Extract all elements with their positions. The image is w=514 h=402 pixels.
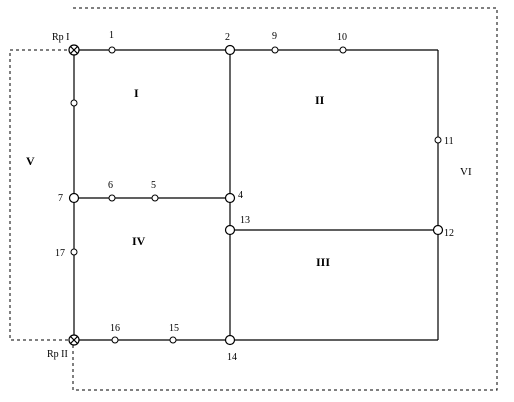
node-15: [169, 336, 177, 344]
zone-ii-label: II: [315, 93, 325, 107]
node-1-label: 1: [109, 30, 114, 41]
rp2-symbol: [68, 334, 80, 346]
outer-boundary-top-right: [72, 7, 498, 391]
node-10-label: 10: [337, 32, 347, 43]
rp2-label: Rp II: [47, 349, 68, 360]
node-5: [151, 194, 159, 202]
node-16-label: 16: [110, 323, 120, 334]
node-14: [224, 334, 236, 346]
node-14-label: 14: [227, 352, 237, 363]
node-1: [108, 46, 116, 54]
node-2-label: 2: [225, 32, 230, 43]
large-nodes: [68, 44, 444, 346]
node-13: [224, 224, 236, 236]
zone-iv-label: IV: [132, 234, 146, 248]
node-9: [271, 46, 279, 54]
node-4-label: 4: [238, 190, 243, 201]
node-15-label: 15: [169, 323, 179, 334]
zone-v-boundary: [9, 49, 73, 341]
dashed-boundaries: [9, 7, 498, 391]
zone-vi-label: VI: [460, 166, 472, 178]
reference-points: [68, 44, 80, 346]
zone-i-label: I: [134, 86, 139, 100]
zone-v-label: V: [26, 154, 35, 168]
node-13-label: 13: [240, 215, 250, 226]
node-16: [111, 336, 119, 344]
node-12: [432, 224, 444, 236]
node-17-label: 17: [55, 248, 65, 259]
node-17: [70, 248, 78, 256]
node-left-mid: [70, 99, 78, 107]
node-6-label: 6: [108, 180, 113, 191]
node-6: [108, 194, 116, 202]
zone-iii-label: III: [316, 255, 330, 269]
rp1-label: Rp I: [52, 32, 70, 43]
small-nodes: [70, 46, 442, 344]
node-11-label: 11: [444, 136, 454, 147]
node-10: [339, 46, 347, 54]
rp1-symbol: [68, 44, 80, 56]
network-lines: [73, 49, 439, 341]
node-7-label: 7: [58, 193, 63, 204]
node-5-label: 5: [151, 180, 156, 191]
node-2: [224, 44, 236, 56]
node-4: [224, 192, 236, 204]
node-9-label: 9: [272, 31, 277, 42]
node-11: [434, 136, 442, 144]
node-12-label: 12: [444, 228, 454, 239]
node-7: [68, 192, 80, 204]
